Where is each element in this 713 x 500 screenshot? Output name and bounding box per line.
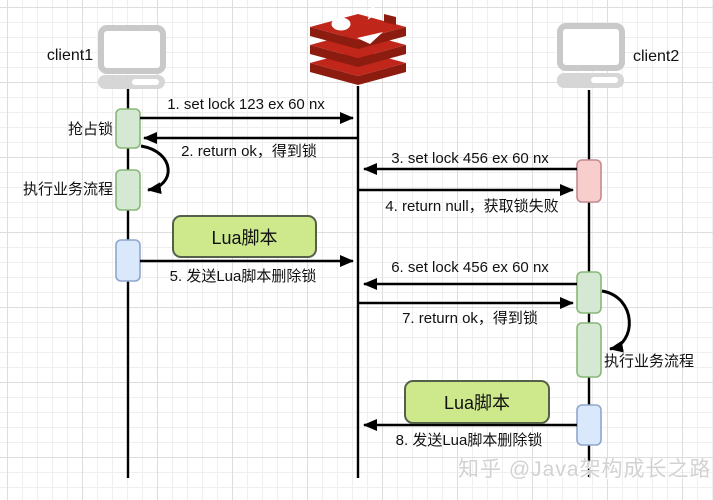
message-5: 5. 发送Lua脚本删除锁	[169, 268, 317, 285]
message-4: 4. return null，获取锁失败	[385, 198, 559, 215]
self-loop-client2	[601, 289, 631, 353]
activation-label-client2-biz: 执行业务流程	[604, 353, 695, 370]
activation-client1-grab-lock	[115, 108, 141, 149]
message-1: 1. set lock 123 ex 60 nx	[167, 96, 325, 113]
computer-icon	[557, 23, 625, 88]
lua-script-box-2-label: Lua脚本	[443, 393, 511, 413]
activation-client1-biz-process	[115, 169, 141, 211]
message-6: 6. set lock 456 ex 60 nx	[391, 259, 549, 276]
message-8: 8. 发送Lua脚本删除锁	[395, 432, 543, 449]
watermark: 知乎 @Java架构成长之路	[458, 458, 712, 481]
activation-client2-biz-process	[576, 322, 602, 378]
lua-script-box-1: Lua脚本	[172, 215, 317, 258]
self-loop-client1	[140, 144, 170, 195]
redis-circle	[331, 17, 351, 31]
message-2: 2. return ok，得到锁	[181, 143, 317, 160]
redis-triangle	[357, 32, 383, 44]
activation-client2-fail	[576, 159, 602, 203]
message-3: 3. set lock 456 ex 60 nx	[391, 150, 549, 167]
computer-icon	[98, 25, 166, 89]
message-7: 7. return ok，得到锁	[402, 310, 538, 327]
actor-label-client1: client1	[46, 47, 94, 64]
lua-script-box-1-label: Lua脚本	[211, 227, 278, 248]
activation-client2-lua	[576, 404, 602, 446]
redis-icon	[310, 4, 406, 85]
redis-square	[384, 14, 396, 25]
actor-label-client2: client2	[633, 48, 680, 65]
lua-script-box-2: Lua脚本	[404, 380, 550, 424]
activation-label-client1-biz: 执行业务流程	[22, 181, 113, 198]
activation-client2-lock-ok	[576, 271, 602, 314]
redis-star	[364, 4, 382, 20]
activation-label-grab-lock: 抢占锁	[67, 121, 113, 138]
